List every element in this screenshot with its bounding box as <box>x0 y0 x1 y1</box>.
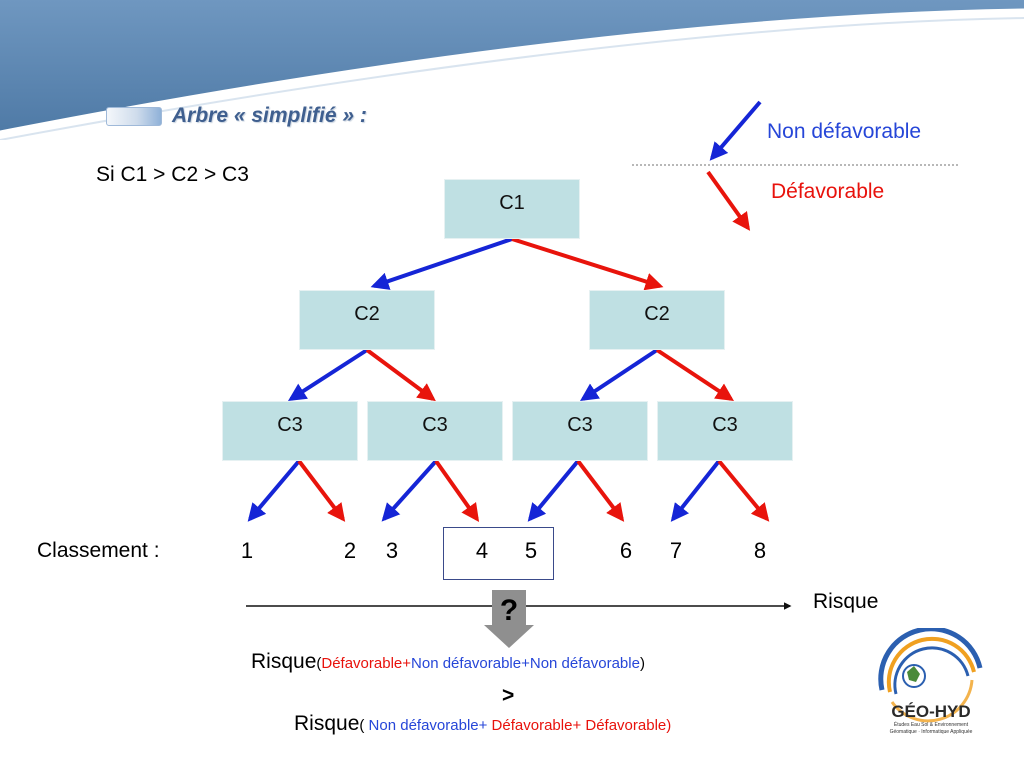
classement-label: Classement : <box>37 539 160 562</box>
edge-c3d-left <box>670 459 721 522</box>
question-box <box>492 590 526 626</box>
edge-c1-left <box>370 237 513 290</box>
rank-8: 8 <box>753 538 767 563</box>
logo-name: GÉO-HYD <box>891 702 971 721</box>
rank-5: 5 <box>524 538 538 563</box>
node-c3-4: C3 <box>657 401 793 461</box>
rank-6: 6 <box>619 538 633 563</box>
node-c3-1: C3 <box>222 401 358 461</box>
title-bar-decoration <box>106 107 162 126</box>
comparison-1-open: ( <box>316 655 322 672</box>
comparison-1-part2: Non défavorable+Non défavorable <box>411 655 640 672</box>
comparison-2-prefix: Risque <box>294 712 360 735</box>
risk-axis-label: Risque <box>813 590 879 613</box>
comparison-line-2: Risque( Non défavorable+ Défavorable+ Dé… <box>294 712 671 736</box>
header-banner <box>0 0 1024 140</box>
edge-c3a-left <box>247 459 301 522</box>
legend-defavorable: Défavorable <box>771 180 885 203</box>
comparison-2-open: ( <box>359 717 369 734</box>
rank-4: 4 <box>475 538 489 563</box>
edge-c2a-left <box>287 348 369 401</box>
rank-2: 2 <box>343 538 357 563</box>
slide-title: Arbre « simplifié » : <box>172 104 367 127</box>
comparison-2-part2: Défavorable+ Défavorable) <box>487 717 672 734</box>
edge-c2b-right <box>655 348 735 401</box>
logo-tagline-2: Géomatique · Informatique Appliquée <box>889 729 973 735</box>
comparison-1-part1: Défavorable+ <box>321 655 412 672</box>
comparison-1-close: ) <box>639 655 645 672</box>
edge-c3d-right <box>717 459 770 522</box>
comparison-line-1: Risque(Défavorable+Non défavorable+Non d… <box>251 650 645 674</box>
node-c2-right: C2 <box>589 290 725 350</box>
rank-7: 7 <box>669 538 683 563</box>
question-arrow <box>484 625 534 648</box>
node-c3-2: C3 <box>367 401 503 461</box>
legend-non-defavorable: Non défavorable <box>767 120 922 143</box>
geo-hyd-logo-icon <box>878 626 983 723</box>
comparison-gt: > <box>502 684 515 707</box>
condition-text: Si C1 > C2 > C3 <box>96 163 249 186</box>
node-c1: C1 <box>444 179 580 239</box>
edge-c3b-right <box>434 459 480 522</box>
question-mark: ? <box>499 594 519 627</box>
edge-c3a-right <box>297 459 346 522</box>
legend-blue-arrow <box>709 100 762 161</box>
edge-c3c-right <box>576 459 625 522</box>
node-c3-3: C3 <box>512 401 648 461</box>
legend-red-arrow <box>706 170 751 231</box>
rank-highlight-box <box>443 527 554 580</box>
edge-c3b-left <box>381 459 438 522</box>
comparison-2-part1: Non défavorable+ <box>368 717 488 734</box>
edge-c3c-left <box>527 459 580 522</box>
edge-c1-right <box>511 237 664 291</box>
edge-c2b-left <box>579 348 659 401</box>
geo-hyd-logo: GÉO-HYD Études Eau Sol & Environnement G… <box>862 626 1000 750</box>
node-c2-left: C2 <box>299 290 435 350</box>
edge-c2a-right <box>365 348 436 402</box>
logo-tagline-1: Études Eau Sol & Environnement <box>893 722 969 728</box>
comparison-1-prefix: Risque <box>251 650 317 673</box>
rank-1: 1 <box>240 538 254 563</box>
rank-3: 3 <box>385 538 399 563</box>
